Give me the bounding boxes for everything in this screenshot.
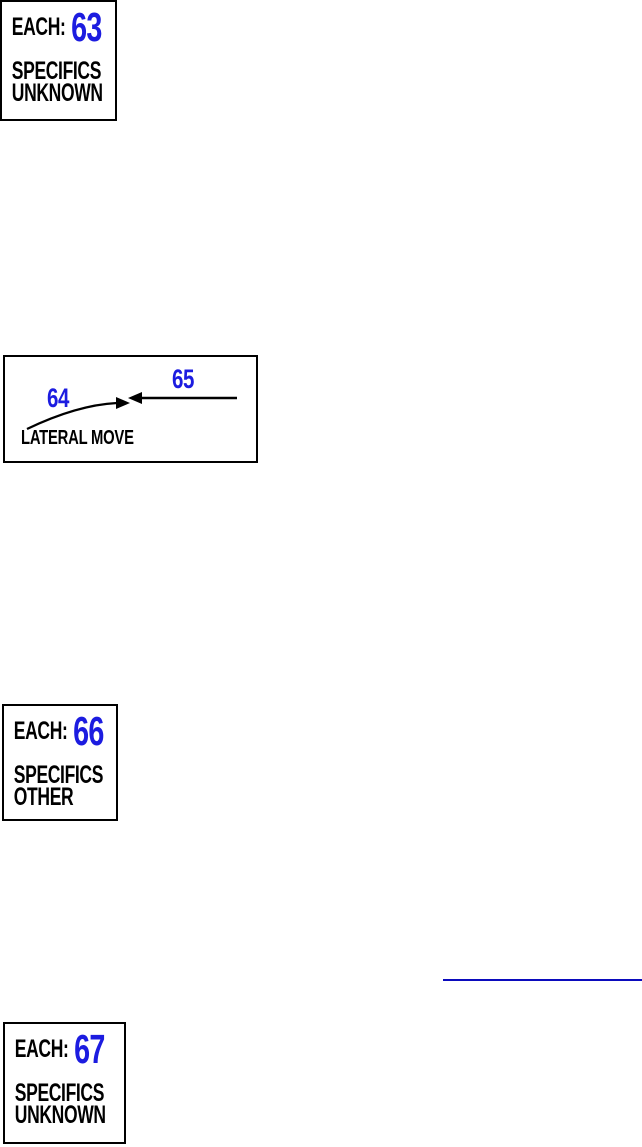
blue-divider-line <box>443 979 642 981</box>
figure-number-63: 63 <box>71 4 102 50</box>
specifics-line-2: UNKNOWN <box>11 79 103 107</box>
lateral-move-caption: LATERAL MOVE <box>21 427 134 449</box>
each-label: EACH: <box>11 13 66 41</box>
figure-number-67: 67 <box>74 1026 105 1072</box>
horizontal-arrow-65-head <box>128 392 142 404</box>
specifics-text: SPECIFICS OTHER <box>13 761 122 811</box>
each-row: EACH: 63 <box>11 4 121 50</box>
figure-number-66: 66 <box>73 708 104 754</box>
specifics-line-1: SPECIFICS <box>13 761 104 789</box>
each-row: EACH: 67 <box>14 1026 130 1072</box>
each-row: EACH: 66 <box>13 708 122 754</box>
each-label: EACH: <box>14 1035 69 1063</box>
figure-box-63: EACH: 63 SPECIFICS UNKNOWN <box>0 0 117 121</box>
callout-number-64: 64 <box>47 383 70 413</box>
specifics-line-2: UNKNOWN <box>14 1101 106 1129</box>
figure-box-67: EACH: 67 SPECIFICS UNKNOWN <box>3 1022 126 1144</box>
specifics-text: SPECIFICS UNKNOWN <box>14 1079 130 1129</box>
lateral-move-diagram-box: 64 65 LATERAL MOVE <box>3 355 258 463</box>
specifics-text: SPECIFICS UNKNOWN <box>11 57 121 107</box>
curved-arrow-64-head <box>116 397 130 409</box>
lateral-move-arrows-drawing <box>26 392 237 431</box>
curved-arrow-64 <box>26 401 118 431</box>
callout-number-65: 65 <box>172 364 195 394</box>
specifics-line-2: OTHER <box>13 783 74 811</box>
specifics-line-1: SPECIFICS <box>14 1079 105 1107</box>
figure-box-66: EACH: 66 SPECIFICS OTHER <box>2 704 118 821</box>
each-label: EACH: <box>13 717 68 745</box>
specifics-line-1: SPECIFICS <box>11 57 102 85</box>
